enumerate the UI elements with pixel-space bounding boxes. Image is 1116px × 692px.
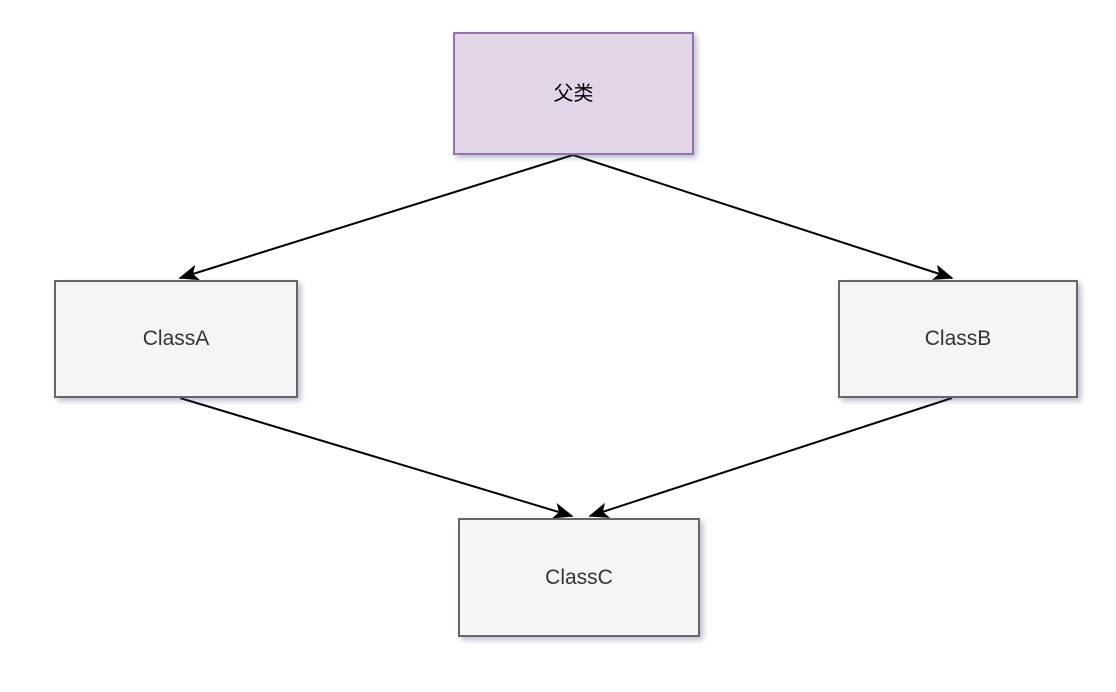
node-class-b[interactable]: ClassB (838, 280, 1078, 398)
node-parent-class[interactable]: 父类 (453, 32, 694, 155)
node-class-c[interactable]: ClassC (458, 518, 700, 637)
node-label-class-b: ClassB (924, 327, 992, 351)
edge-parent-to-classB[interactable] (572, 154, 954, 280)
edge-parent-to-classA[interactable] (178, 154, 574, 281)
node-class-a[interactable]: ClassA (54, 280, 298, 398)
node-label-parent-class: 父类 (553, 82, 594, 105)
edge-classB-to-classC[interactable] (588, 397, 953, 518)
node-label-class-c: ClassC (545, 565, 613, 589)
node-label-class-a: ClassA (142, 327, 210, 351)
edge-classA-to-classC[interactable] (179, 397, 574, 519)
